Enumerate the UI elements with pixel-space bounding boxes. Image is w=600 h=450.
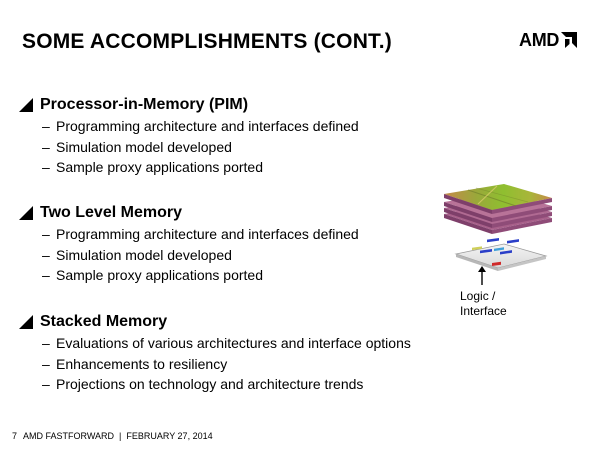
list-item: –Projections on technology and architect… <box>42 376 364 392</box>
logic-interface-die <box>454 237 548 271</box>
slide-title: SOME ACCOMPLISHMENTS (CONT.) <box>22 30 392 53</box>
list-item: –Programming architecture and interfaces… <box>42 118 359 134</box>
sub-list: –Evaluations of various architectures an… <box>42 333 411 395</box>
amd-arrow-icon <box>561 32 578 48</box>
section-two-level-memory: Two Level Memory –Programming architectu… <box>19 202 359 286</box>
section-heading: Two Level Memory <box>40 204 182 221</box>
footer: 7 AMD FASTFORWARD | FEBRUARY 27, 2014 <box>12 431 213 441</box>
section-stacked-memory: Stacked Memory –Evaluations of various a… <box>19 311 411 395</box>
section-heading: Processor-in-Memory (PIM) <box>40 96 249 113</box>
page-number: 7 <box>12 431 18 441</box>
memory-layer-stack <box>444 184 552 234</box>
section-heading: Stacked Memory <box>40 313 168 330</box>
sub-list: –Programming architecture and interfaces… <box>42 224 359 286</box>
arrow-up-icon <box>478 266 486 285</box>
list-item: –Programming architecture and interfaces… <box>42 226 359 242</box>
amd-logo-text: AMD <box>519 30 560 50</box>
section-pim: Processor-in-Memory (PIM) –Programming a… <box>19 94 359 178</box>
sub-list: –Programming architecture and interfaces… <box>42 116 359 178</box>
list-item: –Sample proxy applications ported <box>42 159 264 175</box>
list-item: –Simulation model developed <box>42 246 232 263</box>
list-item: –Enhancements to resiliency <box>42 355 228 372</box>
footer-text: AMD FASTFORWARD | FEBRUARY 27, 2014 <box>23 431 213 441</box>
list-item: –Sample proxy applications ported <box>42 267 264 283</box>
list-item: –Evaluations of various architectures an… <box>42 335 411 351</box>
triangle-bullet-icon <box>19 98 33 112</box>
triangle-bullet-icon <box>19 206 33 220</box>
figure-label: Logic / Interface <box>460 289 507 318</box>
stacked-memory-figure <box>444 184 552 285</box>
list-item: –Simulation model developed <box>42 138 232 155</box>
triangle-bullet-icon <box>19 315 33 329</box>
amd-logo: AMD <box>519 30 578 50</box>
